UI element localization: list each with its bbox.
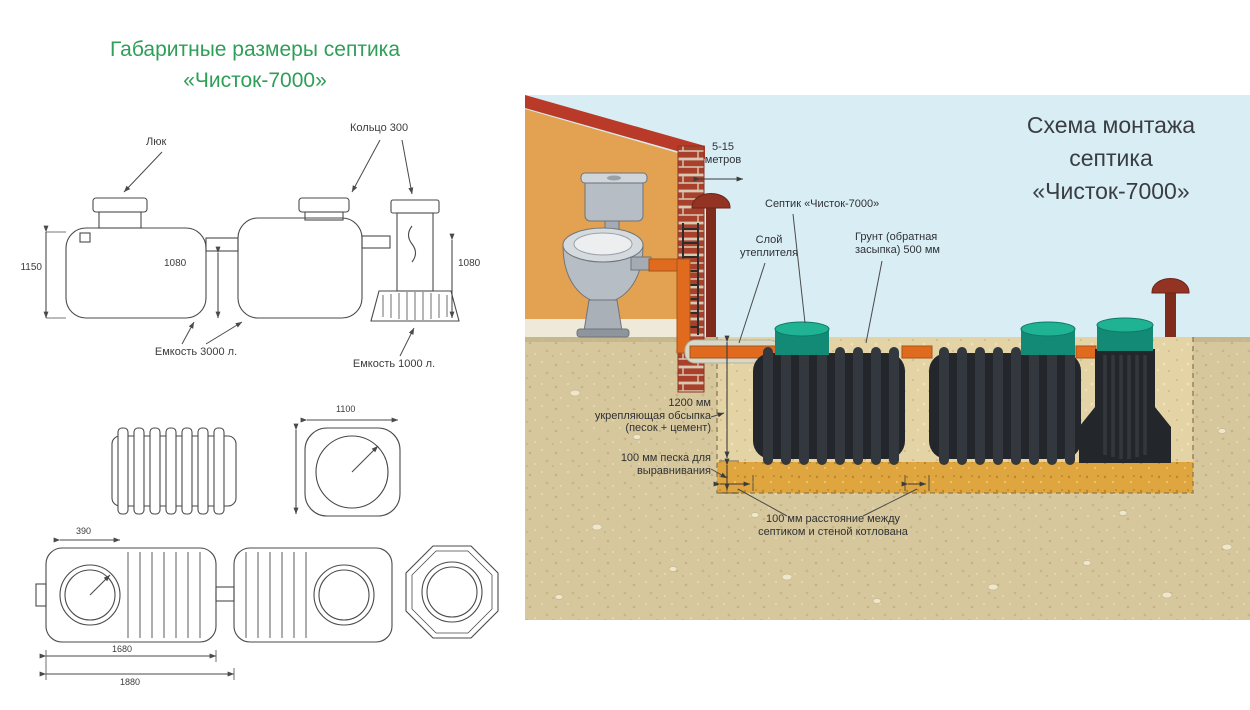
shaft-lid bbox=[1096, 317, 1154, 351]
height-dimension-lines bbox=[43, 225, 455, 319]
label-insulation: Слой утеплителя bbox=[739, 234, 799, 259]
right-title-line1: Схема монтажа bbox=[1026, 112, 1196, 138]
sewer-pipe bbox=[648, 258, 1097, 364]
dim-1150: 1150 bbox=[20, 262, 42, 273]
tank-3000-side-view bbox=[65, 197, 207, 319]
callout-arrows bbox=[123, 139, 415, 357]
roof bbox=[525, 95, 705, 159]
leader-lines bbox=[710, 213, 918, 517]
dim-1080-mid: 1080 bbox=[164, 258, 187, 269]
ribbed-side-profile bbox=[111, 427, 237, 515]
left-title-line1: Габаритные размеры септика bbox=[109, 38, 401, 61]
bottom-dimension-lines bbox=[39, 537, 235, 680]
house-wall bbox=[525, 109, 678, 337]
dim-1680: 1680 bbox=[112, 644, 133, 654]
dimensions-panel: Габаритные размеры септика «Чисток-7000» bbox=[0, 0, 520, 710]
septic-tank-1 bbox=[753, 321, 905, 465]
tank-connector bbox=[205, 237, 239, 252]
label-septic-name: Септик «Чисток-7000» bbox=[765, 198, 880, 210]
right-title: Схема монтажа септика «Чисток-7000» bbox=[955, 109, 1250, 208]
label-distance: 5-15 метров bbox=[704, 141, 742, 166]
tank-lid-1 bbox=[774, 321, 830, 355]
vent-stack-house bbox=[691, 193, 731, 337]
label-leveling-sand: 100 мм песка для выравнивания bbox=[620, 452, 711, 477]
installation-panel: Схема монтажа септика «Чисток-7000» 5-15… bbox=[525, 95, 1250, 620]
tank-3000-side-view-2 bbox=[237, 197, 391, 319]
leveling-sand-layer bbox=[717, 462, 1193, 493]
label-capacity-3000: Емкость 3000 л. bbox=[154, 346, 238, 358]
long-tank-top-view-1 bbox=[35, 547, 217, 643]
dimension-marks bbox=[693, 176, 930, 494]
label-backfill: Грунт (обратная засыпка) 500 мм bbox=[855, 231, 940, 256]
left-title-line2: «Чисток-7000» bbox=[183, 69, 327, 92]
dimension-drawings-svg bbox=[35, 139, 499, 680]
left-title: Габаритные размеры септика «Чисток-7000» bbox=[40, 34, 470, 96]
house bbox=[525, 95, 705, 393]
vent-stack-right bbox=[1151, 278, 1190, 337]
dim-1880: 1880 bbox=[120, 677, 141, 687]
dim-1080-right: 1080 bbox=[458, 258, 481, 269]
label-hatch: Люк bbox=[146, 136, 167, 148]
stones bbox=[554, 389, 1233, 604]
installation-scene-svg bbox=[525, 95, 1250, 620]
long-tank-top-view-2 bbox=[233, 547, 393, 643]
label-wall-gap: 100 мм расстояние между септиком и стено… bbox=[758, 513, 908, 538]
toilet bbox=[562, 172, 652, 338]
shaft-top-view-octagon bbox=[405, 545, 499, 639]
label-bedding: 1200 мм укрепляющая обсыпка (песок + цем… bbox=[594, 397, 711, 434]
right-title-line2: септика bbox=[1069, 145, 1153, 171]
right-title-line3: «Чисток-7000» bbox=[1032, 178, 1190, 204]
dim-390: 390 bbox=[76, 526, 92, 536]
pump-shaft-side-view bbox=[370, 199, 460, 322]
label-capacity-1000: Емкость 1000 л. bbox=[352, 358, 436, 370]
tank-lid-2 bbox=[1020, 321, 1076, 355]
tank-connector-top-view bbox=[215, 586, 235, 602]
septic-tank-2 bbox=[929, 321, 1081, 465]
dim-1100: 1100 bbox=[336, 404, 356, 414]
pump-shaft bbox=[1079, 317, 1171, 463]
label-ring-300: Кольцо 300 bbox=[350, 122, 409, 134]
round-top-view bbox=[293, 417, 401, 517]
